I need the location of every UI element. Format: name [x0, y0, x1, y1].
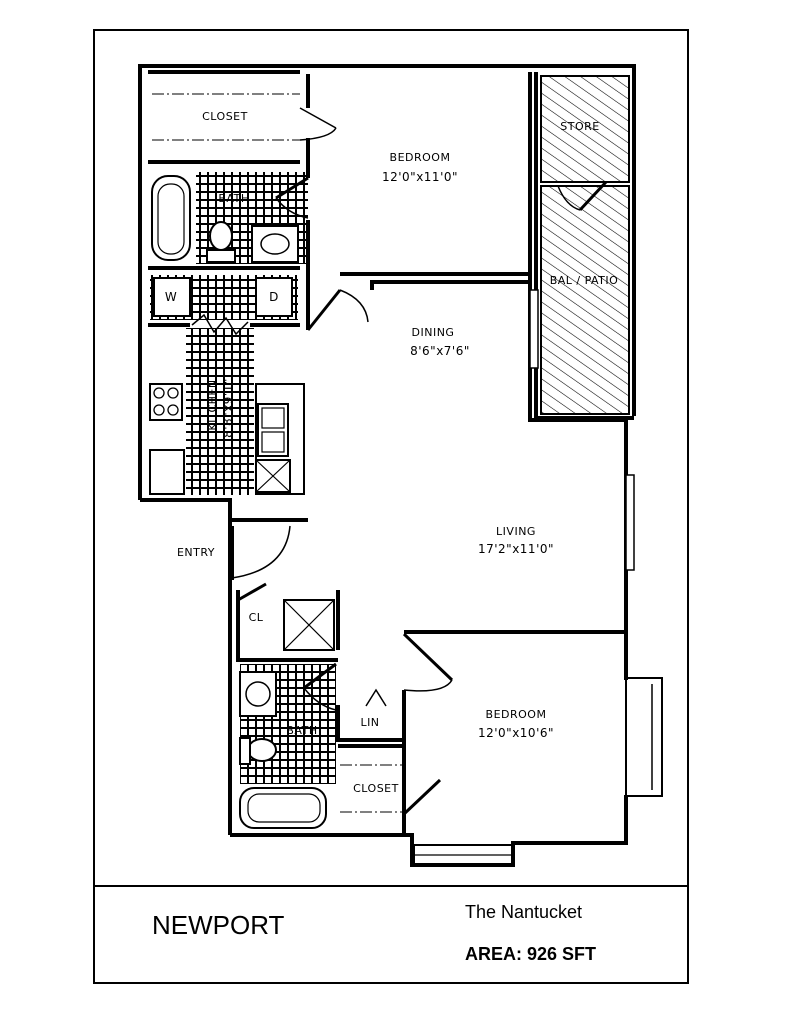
door-bath-1: [275, 176, 309, 219]
door-closet-1: [299, 107, 337, 141]
door-closet-2: [402, 778, 442, 816]
kitchen-label: KITCHEN: [206, 379, 219, 430]
dining-dimensions: 8'6"x7'6": [410, 344, 470, 358]
bedroom-1-dimensions: 12'0"x11'0": [382, 170, 458, 184]
exterior-wall-upper: [138, 64, 636, 500]
sink-1: [251, 225, 299, 263]
door-bedroom-2: [402, 632, 454, 692]
door-cl: [237, 582, 267, 602]
community-name: The Nantucket: [465, 902, 582, 922]
living-window: [625, 474, 635, 571]
washer: [153, 277, 191, 317]
cl-label: CL: [249, 611, 264, 624]
balcony-hatch: [540, 185, 630, 415]
bedroom-1-label: BEDROOM: [390, 151, 451, 164]
door-store: [557, 180, 608, 212]
closet-top-label: CLOSET: [202, 110, 248, 123]
store-hatch: [540, 75, 630, 183]
door-dining: [306, 289, 369, 331]
kitchen-sink: [257, 403, 289, 457]
bath-1-label: BATH: [218, 192, 249, 205]
entry-label: ENTRY: [177, 546, 215, 559]
toilet-2: [247, 738, 277, 762]
bathtub-1: [151, 175, 191, 261]
door-bath-2: [303, 662, 337, 711]
dryer: [255, 277, 293, 317]
living-label: LIVING: [496, 525, 536, 538]
cl-wall: [236, 590, 338, 662]
store-label: STORE: [560, 120, 599, 133]
bal-patio-label: BAL / PATIO: [550, 274, 619, 287]
dryer-label: D: [269, 290, 279, 304]
dining-label: DINING: [412, 326, 455, 339]
bath-2-label: BATH: [286, 724, 317, 737]
bedroom-2-dimensions: 12'0"x10'6": [478, 726, 554, 740]
bedroom-2-label: BEDROOM: [486, 708, 547, 721]
toilet-1: [209, 221, 233, 251]
dining-top-wall: [370, 280, 530, 290]
door-entry: [231, 525, 291, 579]
patio-slider: [529, 289, 539, 369]
sheet-border: [93, 29, 689, 984]
bathtub-2: [239, 787, 327, 829]
lin-label: LIN: [360, 716, 379, 729]
exterior-wall-left-lower: [140, 498, 232, 835]
washer-label: W: [165, 290, 177, 304]
door-lin: [365, 688, 387, 707]
kitchen-tile-floor: [186, 328, 254, 495]
bay-window: [625, 677, 663, 797]
living-dimensions: 17'2"x11'0": [478, 542, 554, 556]
closet-2-wall: [338, 744, 406, 828]
kitchen-dimensions: 8'8"x9'1": [221, 378, 235, 438]
closet-bottom-label: CLOSET: [353, 782, 399, 795]
plan-name: NEWPORT: [152, 910, 285, 940]
lin-wall: [336, 705, 404, 742]
refrigerator: [149, 449, 185, 495]
area-label: AREA: 926 SFT: [465, 944, 596, 964]
laundry-bifold: [191, 313, 249, 336]
